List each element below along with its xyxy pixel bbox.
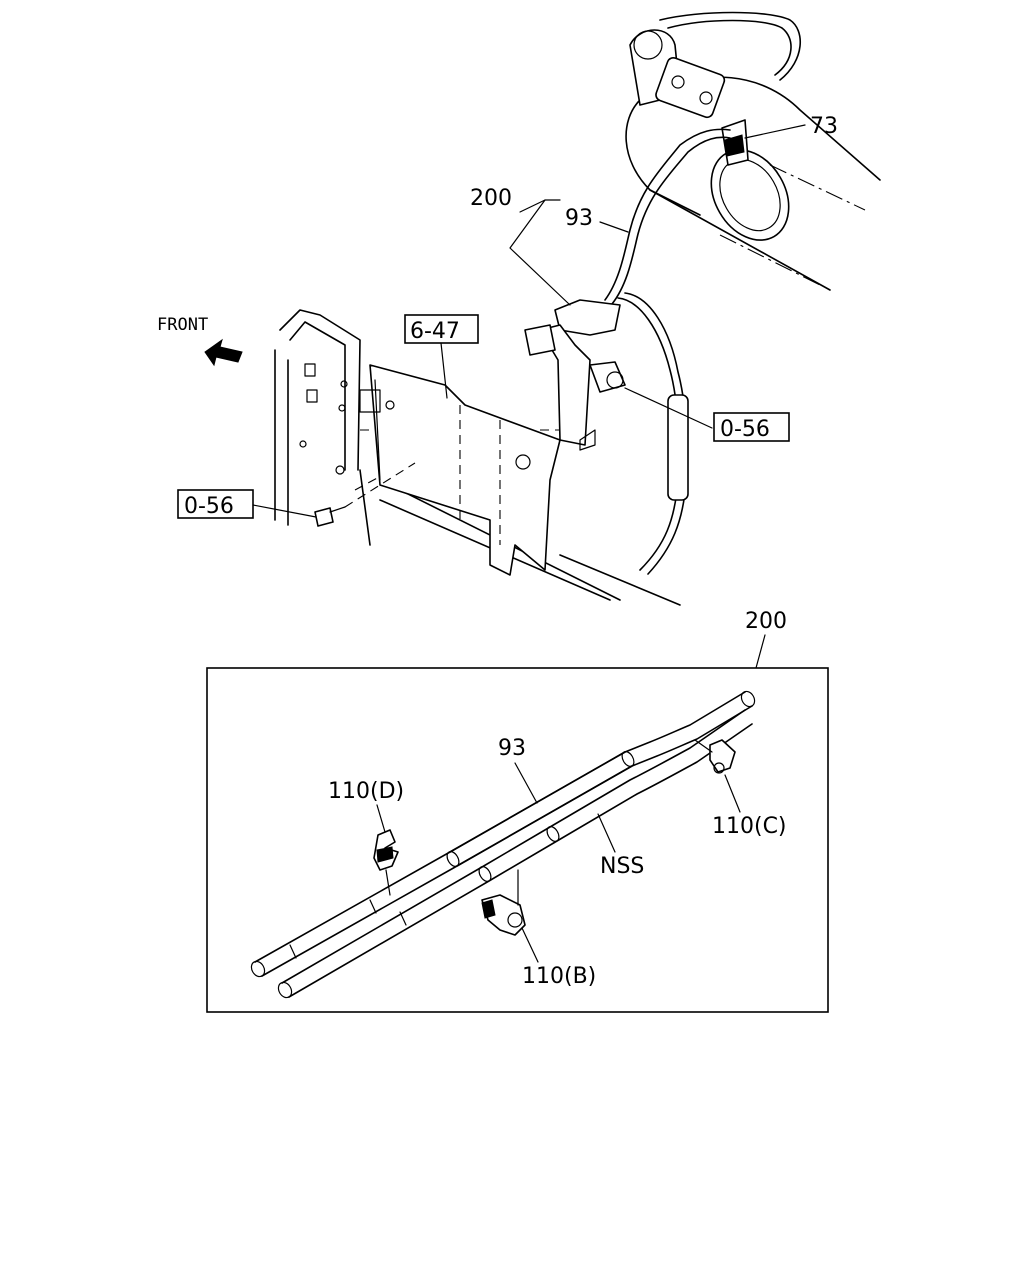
ref-box-6-47: [404, 314, 479, 344]
label-93-top: 93: [565, 206, 593, 231]
front-arrow-icon: [204, 338, 243, 367]
label-93-detail: 93: [498, 736, 526, 761]
detail-box-200: [206, 667, 829, 1013]
tube-nss: [277, 709, 753, 999]
clip-110-c: [694, 739, 736, 774]
ref-0-56-right: 0-56: [720, 417, 770, 442]
clip-110-d: [373, 829, 399, 896]
label-110-c: 110(C): [712, 814, 787, 839]
label-73: 73: [810, 114, 838, 139]
pipe-assembly: [625, 11, 881, 291]
ref-0-56-left: 0-56: [184, 494, 234, 519]
label-200-top: 200: [470, 186, 512, 211]
label-110-b: 110(B): [522, 964, 596, 989]
sensor-bracket: [524, 299, 626, 451]
ref-6-47: 6-47: [410, 319, 460, 344]
frame-member: [274, 309, 681, 606]
front-label: FRONT: [157, 315, 208, 335]
hose-93-upper: [604, 128, 731, 575]
bolt-left: [314, 462, 416, 527]
label-110-d: 110(D): [328, 779, 404, 804]
clip-110-b: [481, 869, 526, 936]
label-nss: NSS: [600, 854, 644, 879]
plate-6-47: [359, 364, 561, 576]
label-200-detail: 200: [745, 609, 787, 634]
bolt-right: [624, 387, 713, 429]
ref-box-0-56-left: [177, 489, 254, 519]
ref-box-0-56-right: [713, 412, 790, 442]
